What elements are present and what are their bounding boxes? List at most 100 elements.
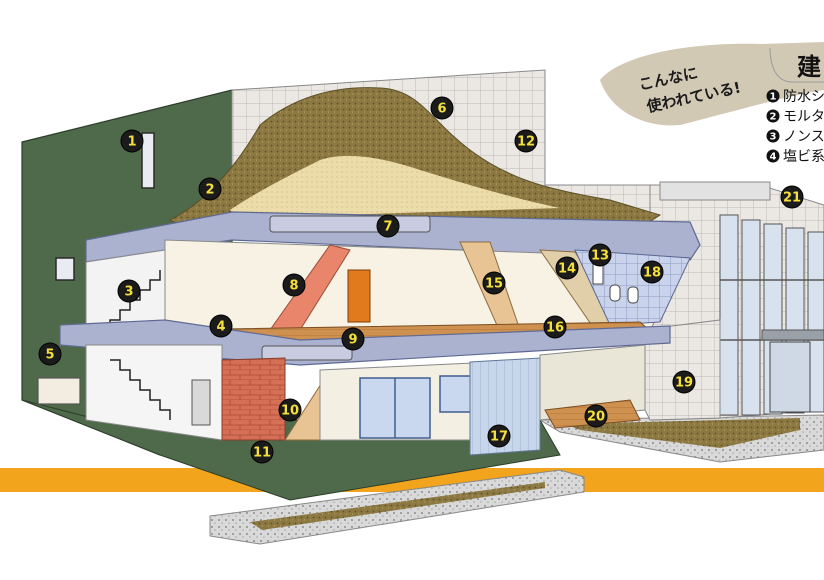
legend-item-text: 防水シ — [783, 89, 824, 105]
ground-soil-right — [565, 418, 800, 448]
callout-badge — [120, 129, 144, 153]
callout-7: 7 — [376, 214, 400, 238]
callout-18: 18 — [640, 260, 664, 284]
callout-4: 4 — [209, 314, 233, 338]
callout-number: 3 — [124, 285, 133, 300]
callout-16: 16 — [543, 315, 567, 339]
legend-number-badge — [766, 129, 780, 143]
callout-badge — [250, 440, 274, 464]
callout-badge — [282, 273, 306, 297]
callout-number: 20 — [587, 410, 605, 425]
callout-number: 9 — [348, 333, 357, 348]
callout-badge — [278, 398, 302, 422]
legend-item-text: 塩ビ系 — [783, 149, 824, 165]
legend-item-text: モルタ — [783, 109, 824, 125]
callout-5: 5 — [38, 342, 62, 366]
legend-number: 4 — [770, 152, 777, 163]
legend-item-text: ノンス — [783, 129, 824, 145]
steel-beam — [269, 215, 431, 233]
callout-11: 11 — [250, 440, 274, 464]
legend-number-badge — [766, 109, 780, 123]
callout-badge — [588, 243, 612, 267]
callout-number: 8 — [289, 279, 298, 294]
callout-number: 7 — [383, 220, 392, 235]
callout-badge — [482, 271, 506, 295]
callout-badge — [198, 177, 222, 201]
stairs-lower — [110, 359, 171, 420]
callout-number: 18 — [643, 266, 661, 281]
callout-20: 20 — [584, 404, 608, 428]
callout-badge — [341, 327, 365, 351]
callout-number: 5 — [45, 348, 54, 363]
legend-title-frame — [769, 47, 824, 83]
callout-badge — [38, 342, 62, 366]
legend-item: 4 塩ビ系 — [766, 149, 824, 165]
callout-number: 21 — [783, 191, 801, 206]
callout-badge — [584, 404, 608, 428]
callout-19: 19 — [672, 370, 696, 394]
interior-door — [347, 269, 371, 323]
callout-10: 10 — [278, 398, 302, 422]
callout-13: 13 — [588, 243, 612, 267]
entrance-canopy — [761, 329, 824, 341]
lower-left-door — [191, 379, 211, 426]
ground-path-soil — [250, 482, 545, 530]
callout-number: 6 — [437, 102, 446, 117]
legend-number: 2 — [770, 112, 777, 123]
legend-item: 1 防水シ — [766, 89, 824, 105]
callout-1: 1 — [120, 129, 144, 153]
callout-17: 17 — [487, 424, 511, 448]
callout-badge — [117, 279, 141, 303]
legend-number: 1 — [770, 92, 777, 103]
callout-number: 13 — [591, 249, 609, 264]
callout-number: 19 — [675, 376, 693, 391]
legend-item: 2 モルタ — [766, 109, 824, 125]
right-building-top-block — [659, 181, 771, 201]
callout-badge — [672, 370, 696, 394]
callout-number: 17 — [490, 430, 508, 445]
callout-badge — [780, 185, 804, 209]
callout-badge — [430, 96, 454, 120]
callout-badge — [640, 260, 664, 284]
callout-badge — [376, 214, 400, 238]
window-mid-left — [55, 257, 75, 281]
callout-badge — [514, 129, 538, 153]
callout-9: 9 — [341, 327, 365, 351]
callout-number: 14 — [558, 262, 576, 277]
callout-number: 12 — [517, 135, 535, 150]
lower-beam — [261, 345, 353, 361]
callout-3: 3 — [117, 279, 141, 303]
callout-number: 2 — [205, 183, 214, 198]
callout-number: 16 — [546, 321, 564, 336]
callout-number: 11 — [253, 446, 271, 461]
window-upper-left — [141, 132, 155, 189]
callout-badge — [209, 314, 233, 338]
callout-badge — [543, 315, 567, 339]
urinal-right — [627, 286, 639, 304]
legend-number: 3 — [770, 132, 777, 143]
callout-badge — [555, 256, 579, 280]
legend-item: 3 ノンス — [766, 129, 824, 145]
legend-list: 1 防水シ 2 モルタ 3 ノンス 4 塩ビ系 — [766, 89, 824, 165]
siding-wall-17 — [469, 357, 541, 456]
callout-badge — [487, 424, 511, 448]
callout-8: 8 — [282, 273, 306, 297]
legend-number-badge — [766, 89, 780, 103]
callout-number: 15 — [485, 277, 503, 292]
callout-6: 6 — [430, 96, 454, 120]
legend-title: 建 — [797, 53, 821, 81]
callout-15: 15 — [482, 271, 506, 295]
urinal-left — [609, 284, 621, 302]
legend-number-badge — [766, 149, 780, 163]
callout-14: 14 — [555, 256, 579, 280]
banner-brushstroke — [600, 42, 824, 126]
callout-21: 21 — [780, 185, 804, 209]
callout-2: 2 — [198, 177, 222, 201]
callout-number: 1 — [127, 135, 136, 150]
brick-wall — [221, 357, 286, 441]
bathtub — [37, 377, 81, 405]
callout-number: 10 — [281, 404, 299, 419]
callout-12: 12 — [514, 129, 538, 153]
